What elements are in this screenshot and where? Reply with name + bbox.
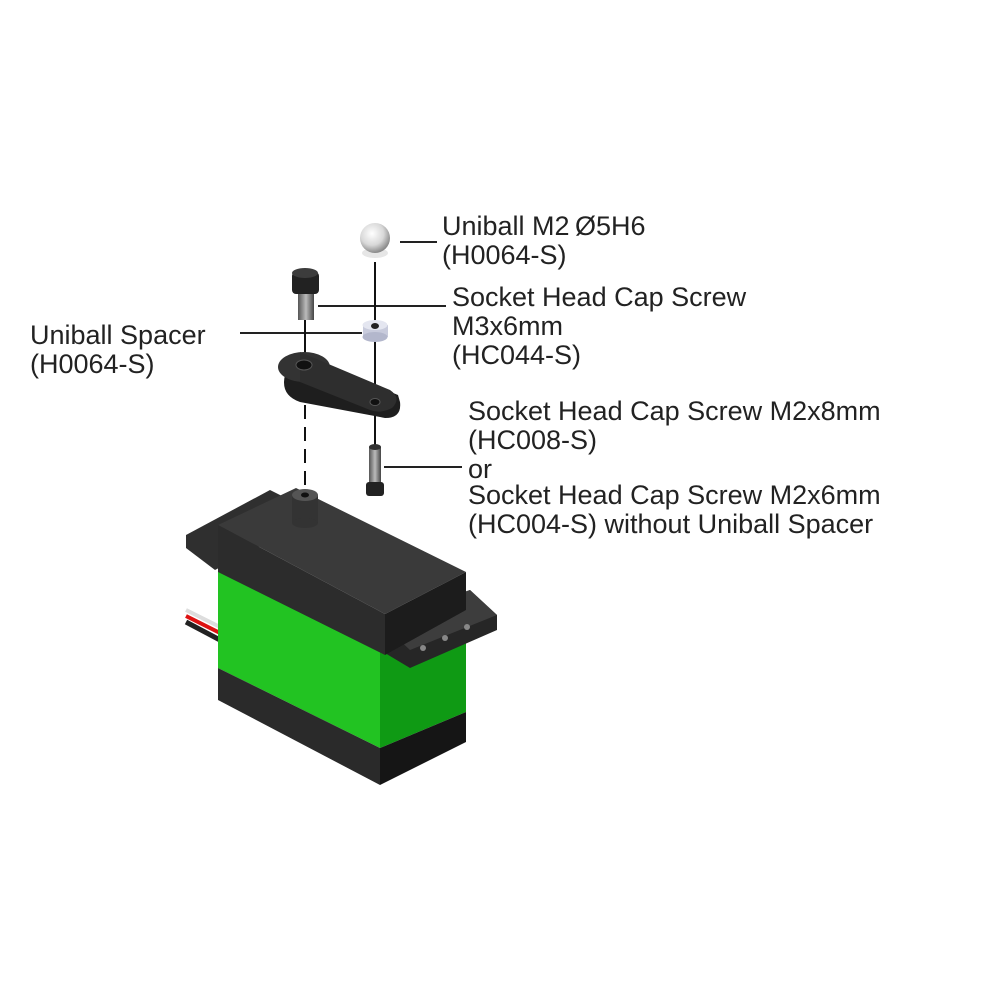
label-uniball-name: Uniball M2 Ø5H6 — [442, 211, 646, 241]
servo — [186, 488, 497, 785]
servo-horn — [278, 352, 401, 418]
label-m3-screw-name: Socket Head Cap Screw — [452, 282, 747, 312]
label-m3-screw-part: (HC044-S) — [452, 340, 582, 370]
label-or: or — [468, 454, 493, 484]
label-spacer: Uniball Spacer (H0064-S) — [30, 321, 206, 379]
leader-lines — [240, 241, 462, 468]
label-uniball-part: (H0064-S) — [442, 240, 567, 270]
servo-wires — [184, 608, 222, 643]
label-spacer-part: (H0064-S) — [30, 349, 155, 379]
uniball — [360, 223, 390, 258]
label-spacer-name: Uniball Spacer — [30, 320, 206, 350]
m2-cap-screw — [366, 444, 384, 496]
uniball-spacer — [362, 320, 388, 342]
label-m3-screw: Socket Head Cap Screw M3x6mm (HC044-S) — [452, 283, 746, 370]
label-m3-screw-size: M3x6mm — [452, 311, 564, 341]
label-m2x8-name: Socket Head Cap Screw M2x8mm — [468, 396, 881, 426]
m3-cap-screw — [292, 268, 319, 320]
label-m2x8-part: (HC008-S) — [468, 425, 598, 455]
label-m2x6-part: (HC004-S) without Uniball Spacer — [468, 509, 874, 539]
label-uniball: Uniball M2 Ø5H6 (H0064-S) — [442, 212, 646, 270]
label-m2x6-name: Socket Head Cap Screw M2x6mm — [468, 480, 881, 510]
label-m2-screw: Socket Head Cap Screw M2x8mm (HC008-S) o… — [468, 397, 881, 539]
